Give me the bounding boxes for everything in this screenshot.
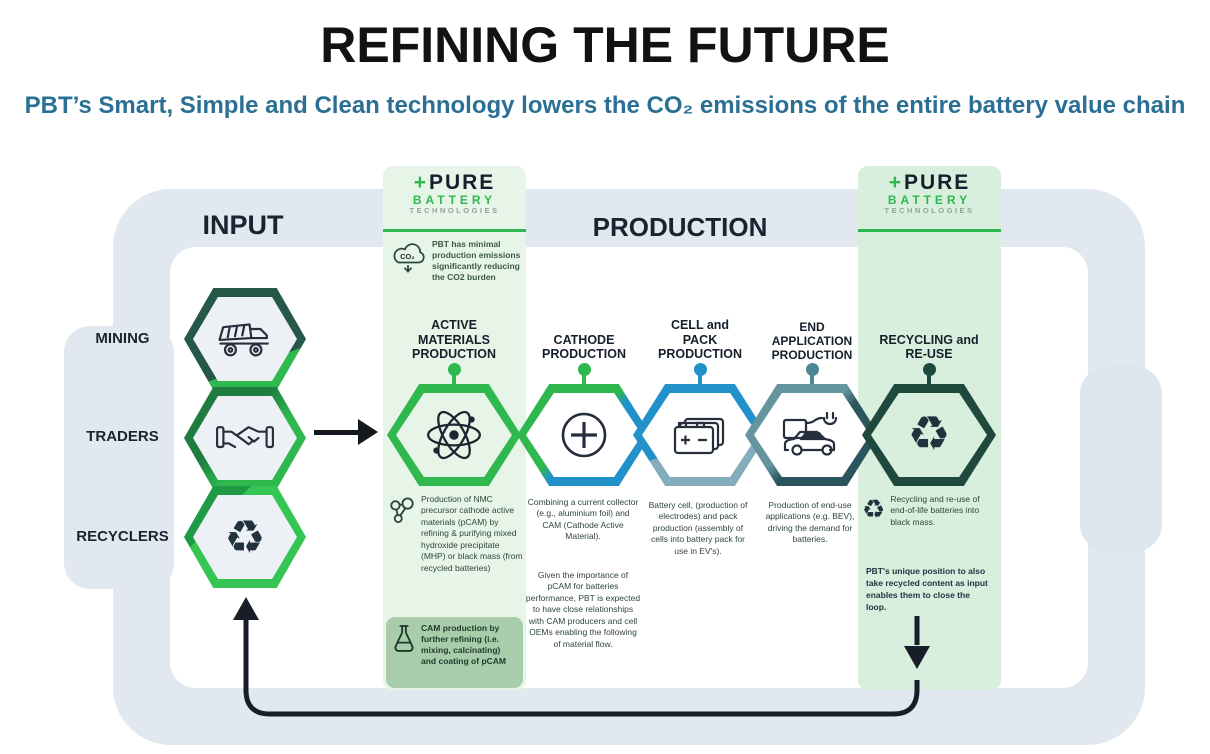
recyclers-hexagon: ♻ — [184, 486, 306, 588]
active-materials-body: Production of NMC precursor cathode acti… — [388, 494, 523, 574]
recycle-icon: ♻ — [871, 393, 987, 477]
pin-cell-pack — [694, 363, 707, 376]
cam-production-subnote: CAM production by further refining (i.e.… — [386, 617, 523, 688]
logo-name: PURE — [903, 171, 971, 194]
logo-divider-right — [858, 229, 1001, 232]
pin-stem — [698, 374, 702, 387]
plus-logo-icon: + — [413, 171, 428, 194]
pin-end-application — [806, 363, 819, 376]
mining-label: MINING — [95, 330, 150, 347]
end-application-body-text: Production of end-use applications (e.g.… — [765, 500, 855, 545]
page-title: REFINING THE FUTURE — [320, 17, 890, 73]
atom-icon — [396, 393, 512, 477]
input-section-label: INPUT — [202, 210, 284, 240]
pin-stem — [452, 374, 456, 387]
active-materials-body-text: Production of NMC precursor cathode acti… — [421, 494, 523, 573]
pin-stem — [582, 374, 586, 387]
recycling-note-text: PBT's unique position to also take recyc… — [866, 566, 988, 612]
logo-battery-word: BATTERY — [412, 193, 497, 208]
battery-pack-icon — [642, 393, 758, 477]
pbt-logo-right: +PURE BATTERY TECHNOLOGIES — [858, 171, 1001, 215]
recyclers-label: RECYCLERS — [76, 528, 169, 545]
column-header-cathode: CATHODE PRODUCTION — [541, 332, 627, 362]
co2-note: CO₂ PBT has minimal production emissions… — [388, 239, 521, 283]
end-application-hexagon — [745, 384, 879, 486]
column-header-cell-pack: CELL and PACK PRODUCTION — [657, 317, 743, 362]
dump-truck-icon — [193, 297, 297, 381]
recycling-body: ♻ Recycling and re-use of end-of-life ba… — [862, 494, 995, 528]
co2-cloud-icon: CO₂ — [388, 239, 428, 279]
traders-hexagon — [184, 387, 306, 489]
pbt-logo-left: +PURE BATTERY TECHNOLOGIES — [383, 171, 526, 215]
active-materials-hexagon — [387, 384, 521, 486]
recycle-icon: ♻ — [193, 495, 297, 579]
cam-production-subnote-text: CAM production by further refining (i.e.… — [421, 623, 506, 667]
cell-pack-body-text: Battery cell, (production of electrodes)… — [648, 500, 748, 556]
pin-stem — [810, 374, 814, 387]
recycling-hexagon: ♻ — [862, 384, 996, 486]
pin-active-materials — [448, 363, 461, 376]
logo-name: PURE — [428, 171, 496, 194]
production-section-label: PRODUCTION — [592, 212, 768, 242]
column-header-end-application: END APPLICATION PRODUCTION — [771, 319, 853, 362]
column-header-recycling: RECYCLING and RE-USE — [879, 332, 979, 362]
plus-logo-icon: + — [888, 171, 903, 194]
handshake-icon — [193, 396, 297, 480]
logo-divider-left — [383, 229, 526, 232]
cathode-plus-icon — [526, 393, 642, 477]
logo-technologies-word: TECHNOLOGIES — [409, 205, 500, 215]
molecule-icon — [388, 497, 416, 525]
battery-terminal-nub — [1080, 366, 1162, 552]
pin-recycling — [923, 363, 936, 376]
cathode-hexagon — [517, 384, 651, 486]
column-header-active-materials: ACTIVE MATERIALS PRODUCTION — [411, 317, 497, 362]
cathode-body2-text: Given the importance of pCAM for batteri… — [525, 570, 641, 649]
mining-hexagon — [184, 288, 306, 390]
pin-cathode — [578, 363, 591, 376]
ev-car-icon — [754, 393, 870, 477]
battery-left-tab — [64, 326, 174, 589]
logo-technologies-word: TECHNOLOGIES — [884, 205, 975, 215]
svg-text:CO₂: CO₂ — [400, 252, 414, 261]
logo-battery-word: BATTERY — [887, 193, 972, 208]
flask-icon — [392, 623, 416, 653]
pin-stem — [927, 374, 931, 387]
page-subtitle: PBT’s Smart, Simple and Clean technology… — [24, 92, 1186, 119]
recycling-body-text: Recycling and re-use of end-of-life batt… — [890, 494, 980, 527]
co2-note-text: PBT has minimal production emissions sig… — [432, 239, 521, 283]
input-to-production-arrow — [314, 430, 358, 435]
cell-pack-hexagon — [633, 384, 767, 486]
cathode-body-text: Combining a current collector (e.g., alu… — [527, 497, 639, 542]
traders-label: TRADERS — [86, 428, 159, 445]
recycle-icon: ♻ — [862, 494, 886, 524]
input-to-production-arrowhead — [358, 419, 378, 445]
